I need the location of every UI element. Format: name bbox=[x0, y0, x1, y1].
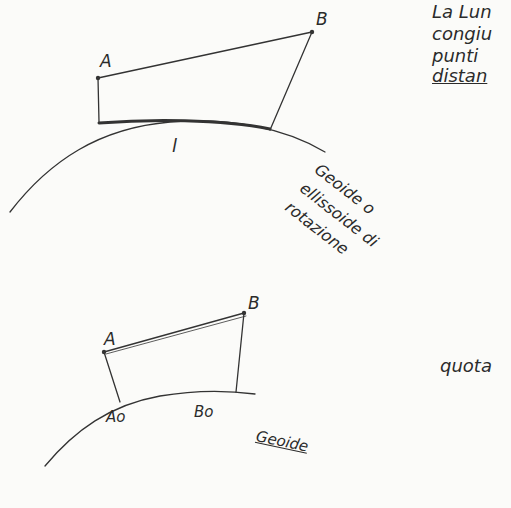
point-label: A bbox=[100, 52, 112, 71]
chord-ab-bottom bbox=[104, 313, 244, 352]
geoid-curve-bottom bbox=[45, 391, 255, 466]
chord-ab-top bbox=[98, 32, 312, 78]
arc-label: l bbox=[172, 136, 177, 156]
point-label: B bbox=[248, 294, 260, 313]
geoid-curve-top bbox=[10, 121, 325, 212]
surface-label: Geoide o ellissoide di rotazione bbox=[280, 158, 403, 276]
normal-a-top bbox=[98, 78, 99, 122]
point-label: A bbox=[104, 330, 116, 349]
note-text: La Lun bbox=[432, 2, 492, 22]
chord-ab-bottom-double bbox=[106, 316, 246, 354]
note-text: congiu bbox=[432, 24, 492, 44]
normal-a-bottom bbox=[104, 352, 120, 402]
foot-label: Ao bbox=[106, 409, 125, 426]
point-label: B bbox=[316, 10, 328, 29]
note-text: punti bbox=[432, 46, 478, 66]
point-a-bottom bbox=[102, 350, 106, 354]
normal-b-top bbox=[270, 32, 312, 130]
surface-label: Geoide bbox=[255, 428, 310, 455]
note-text: quota bbox=[440, 356, 492, 376]
note-text: distan bbox=[432, 66, 487, 86]
point-b-bottom bbox=[242, 311, 246, 315]
foot-label: Bo bbox=[194, 404, 213, 421]
arc-length-l bbox=[99, 121, 270, 129]
point-a-top bbox=[96, 76, 100, 80]
normal-b-bottom bbox=[236, 313, 244, 392]
point-b-top bbox=[310, 30, 314, 34]
